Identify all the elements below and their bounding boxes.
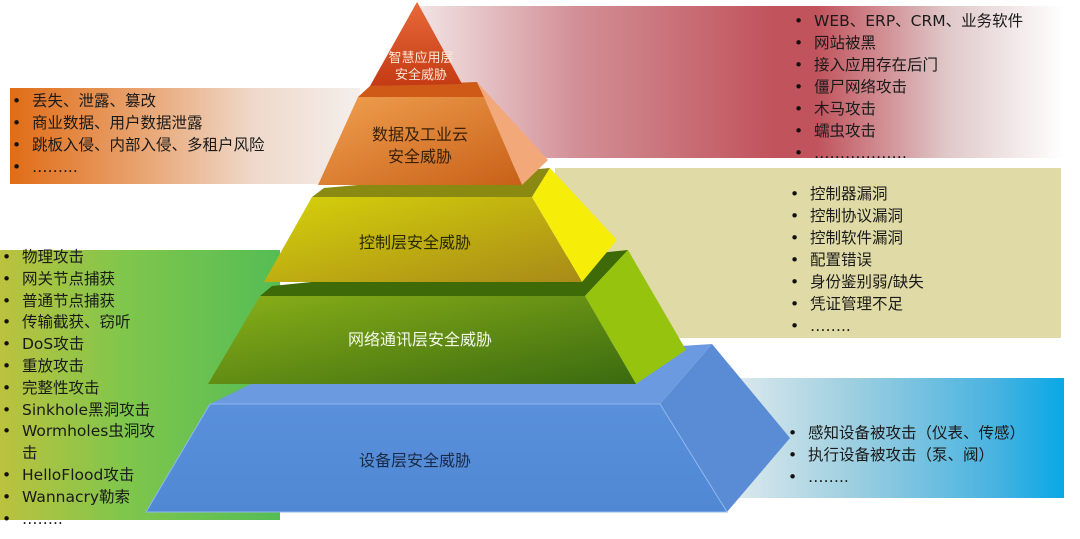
level-label-line: 安全威胁: [387, 147, 452, 166]
level-label-data-cloud: 数据及工业云 安全威胁: [340, 124, 500, 168]
list-item: ……..: [788, 315, 924, 337]
list-item: Wormholes虫洞攻: [0, 421, 155, 443]
list-item: 配置错误: [788, 249, 924, 271]
level-label-application: 智慧应用层 安全威胁: [376, 50, 466, 84]
level-label-text: 设备层安全威胁: [358, 451, 471, 470]
list-item: 商业数据、用户数据泄露: [10, 112, 265, 134]
list-item: 控制协议漏洞: [788, 205, 924, 227]
control-threat-list: 控制器漏洞 控制协议漏洞 控制软件漏洞 配置错误 身份鉴别弱/缺失 凭证管理不足…: [788, 183, 924, 337]
list-item: 重放攻击: [0, 356, 155, 378]
list-item: Sinkhole黑洞攻击: [0, 400, 155, 422]
list-item: ……..: [0, 509, 155, 531]
list-item: 感知设备被攻击（仪表、传感）: [786, 422, 1025, 444]
list-item: 凭证管理不足: [788, 293, 924, 315]
list-item: 完整性攻击: [0, 378, 155, 400]
list-item: ………………: [792, 142, 1023, 164]
list-item: 丢失、泄露、篡改: [10, 90, 265, 112]
list-item-continuation: 击: [22, 444, 38, 463]
level-label-line: 安全威胁: [394, 68, 447, 83]
level-label-line: 数据及工业云: [371, 125, 468, 144]
list-item: 身份鉴别弱/缺失: [788, 271, 924, 293]
network-threat-list: 物理攻击 网关节点捕获 普通节点捕获 传输截获、窃听 DoS攻击 重放攻击 完整…: [0, 247, 155, 530]
level-label-text: 控制层安全威胁: [358, 233, 471, 252]
list-item: HelloFlood攻击: [0, 465, 155, 487]
list-item: 接入应用存在后门: [792, 54, 1023, 76]
list-item: DoS攻击: [0, 334, 155, 356]
level-label-line: 智慧应用层: [388, 51, 454, 66]
list-item: 网关节点捕获: [0, 269, 155, 291]
list-item: Wannacry勒索: [0, 487, 155, 509]
list-item: 木马攻击: [792, 98, 1023, 120]
data-cloud-threats-panel: 丢失、泄露、篡改 商业数据、用户数据泄露 跳板入侵、内部入侵、多租户风险 …….…: [10, 88, 360, 184]
list-item: ……..: [786, 466, 1025, 488]
level-label-device: 设备层安全威胁: [330, 450, 500, 471]
app-threat-list: WEB、ERP、CRM、业务软件 网站被黑 接入应用存在后门 僵尸网络攻击 木马…: [792, 10, 1023, 164]
list-item: WEB、ERP、CRM、业务软件: [792, 10, 1023, 32]
list-item: ……...: [10, 156, 265, 178]
list-item: 物理攻击: [0, 247, 155, 269]
device-threat-list: 感知设备被攻击（仪表、传感） 执行设备被攻击（泵、阀） ……..: [786, 422, 1025, 488]
pyramid-level-data-cloud: [318, 82, 548, 185]
list-item: 控制器漏洞: [788, 183, 924, 205]
list-item: 僵尸网络攻击: [792, 76, 1023, 98]
list-item: 蠕虫攻击: [792, 120, 1023, 142]
list-item: 跳板入侵、内部入侵、多租户风险: [10, 134, 265, 156]
list-item: 传输截获、窃听: [0, 312, 155, 334]
list-item: 普通节点捕获: [0, 291, 155, 313]
pyramid-level-application: [370, 2, 462, 86]
pyramid-level-control: [264, 168, 617, 282]
level-label-control: 控制层安全威胁: [330, 232, 500, 253]
list-item: 网站被黑: [792, 32, 1023, 54]
list-item: 执行设备被攻击（泵、阀）: [786, 444, 1025, 466]
level-label-text: 网络通讯层安全威胁: [347, 330, 492, 349]
data-threat-list: 丢失、泄露、篡改 商业数据、用户数据泄露 跳板入侵、内部入侵、多租户风险 …….…: [10, 90, 265, 178]
level-label-network: 网络通讯层安全威胁: [320, 329, 520, 350]
list-item: 控制软件漏洞: [788, 227, 924, 249]
